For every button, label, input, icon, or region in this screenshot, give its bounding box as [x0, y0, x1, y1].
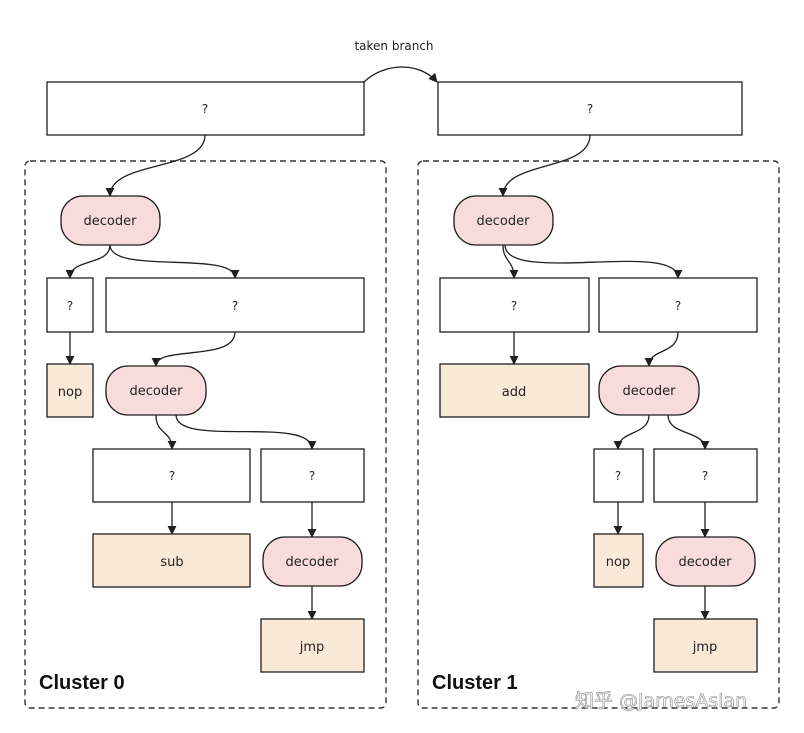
c1-edge-dec2-to-q-wide — [667, 414, 710, 450]
c1-edge-dec1-to-q-left — [502, 244, 519, 279]
edge-top-left-to-decoder — [105, 134, 206, 197]
c1-op-nop-label: nop — [606, 555, 630, 570]
c0-op-jmp-label: jmp — [299, 640, 325, 655]
c1-decoder-2-label: decoder — [623, 384, 677, 399]
c1-edge-q-right-to-decoder — [644, 331, 679, 367]
c0-edge-dec2-to-q-mid — [155, 414, 177, 450]
c1-op-nop — [593, 533, 644, 588]
c0-q-small — [46, 277, 94, 333]
c0-decoder-3-label: decoder — [286, 555, 340, 570]
c0-op-nop — [46, 363, 94, 418]
c0-op-sub-label: sub — [160, 555, 183, 570]
c1-q-right-label: ? — [675, 299, 681, 313]
c0-op-sub — [92, 533, 251, 588]
c1-op-add-label: add — [502, 385, 526, 400]
c1-q-small — [593, 448, 644, 503]
c0-q-small-label: ? — [67, 299, 73, 313]
c1-q-left — [439, 277, 590, 333]
cluster-0-border — [24, 160, 387, 709]
c1-edge-dec1-to-q-right — [504, 244, 683, 279]
c0-q-right — [260, 448, 365, 503]
c0-edge-q-wide-to-decoder — [151, 331, 236, 367]
edge-top-right-to-decoder — [498, 134, 591, 197]
c0-edge-dec1-to-q-wide — [109, 244, 240, 279]
cluster-1-border — [417, 160, 780, 709]
c1-op-jmp — [653, 618, 758, 673]
c1-edge-dec2-to-q-small — [613, 414, 650, 450]
top-box-right — [437, 81, 743, 136]
c0-op-jmp — [260, 618, 365, 673]
c1-decoder-3-label: decoder — [679, 555, 733, 570]
c0-decoder-2-label: decoder — [130, 384, 184, 399]
c0-edge-dec1-to-q-small — [65, 244, 111, 279]
c1-op-jmp-label: jmp — [692, 640, 718, 655]
c0-edge-dec2-to-q-right — [175, 414, 317, 450]
c1-q-small-label: ? — [615, 469, 621, 483]
taken-branch-label: taken branch — [354, 39, 433, 53]
c0-q-mid-label: ? — [169, 469, 175, 483]
c0-q-right-label: ? — [309, 469, 315, 483]
c1-q-left-label: ? — [511, 299, 517, 313]
taken-branch-edge — [363, 66, 438, 83]
cluster-1-title: Cluster 1 — [432, 672, 518, 694]
c0-op-nop-label: nop — [58, 385, 82, 400]
top-box-right-label: ? — [587, 102, 593, 116]
c1-op-add — [439, 363, 590, 418]
c1-q-wide-label: ? — [702, 469, 708, 483]
c1-q-wide — [653, 448, 758, 503]
watermark: 知乎 @JamesAslan — [575, 690, 747, 712]
top-box-left-label: ? — [202, 102, 208, 116]
c0-q-mid — [92, 448, 251, 503]
cluster-0-title: Cluster 0 — [39, 672, 125, 694]
c0-decoder-1-label: decoder — [84, 214, 138, 229]
c1-decoder-1-label: decoder — [477, 214, 531, 229]
c0-q-wide-label: ? — [232, 299, 238, 313]
